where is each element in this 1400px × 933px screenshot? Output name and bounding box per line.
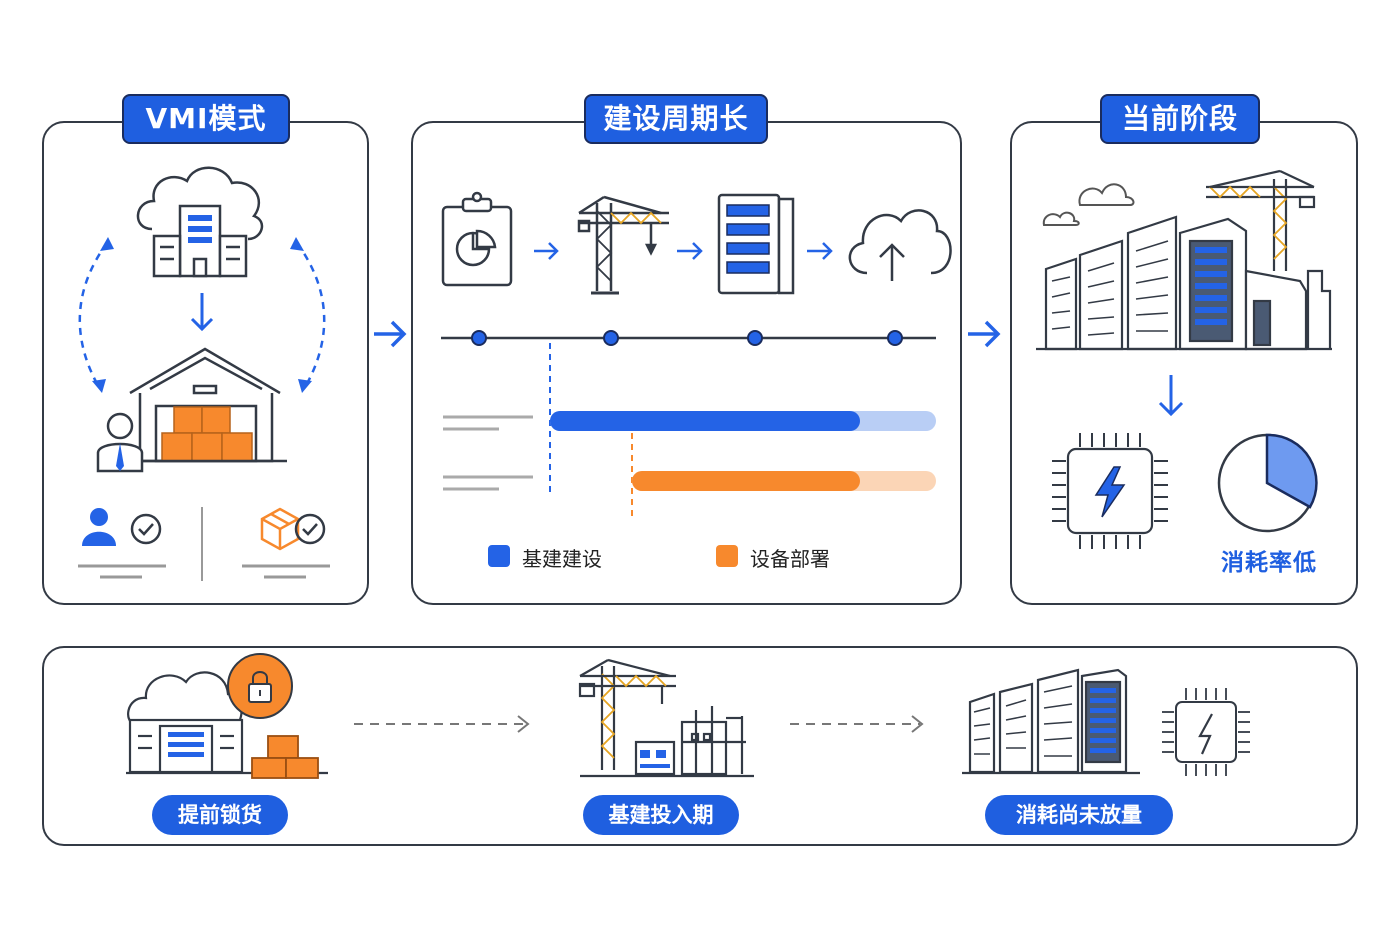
legend-swatch-infrastructure bbox=[488, 545, 510, 567]
vmi-illustration bbox=[78, 166, 330, 581]
person-icon bbox=[96, 412, 144, 473]
clipboard-chart-icon bbox=[441, 191, 513, 287]
step-pill-infrastructure-period: 基建投入期 bbox=[583, 795, 739, 835]
arrow-icon bbox=[190, 293, 214, 332]
person-icon bbox=[82, 508, 116, 546]
chip-icon bbox=[1052, 433, 1168, 549]
low-consumption-rate-label: 消耗率低 bbox=[1221, 550, 1317, 576]
cloud-building-icon bbox=[126, 671, 328, 775]
check-icon bbox=[130, 513, 162, 545]
bottom-flow-illustration bbox=[126, 653, 1250, 779]
construction-illustration bbox=[441, 191, 952, 521]
equipment-bar bbox=[632, 471, 860, 491]
construction-panel bbox=[411, 121, 962, 605]
check-icon bbox=[294, 513, 326, 545]
arrow-icon bbox=[374, 320, 407, 348]
legend-swatch-equipment bbox=[716, 545, 738, 567]
arrow-icon bbox=[968, 320, 1001, 348]
box-icon bbox=[260, 507, 300, 551]
infrastructure-bar bbox=[550, 411, 860, 431]
legend-label-equipment: 设备部署 bbox=[750, 547, 830, 571]
chip-icon bbox=[1162, 688, 1250, 776]
current-stage-panel-title: 当前阶段 bbox=[1100, 94, 1260, 144]
cloud-upload-icon bbox=[848, 209, 952, 281]
datacenter-icon bbox=[962, 668, 1140, 775]
warehouse-icon bbox=[128, 347, 287, 463]
crane-icon bbox=[578, 658, 754, 778]
arrow-icon bbox=[1158, 375, 1184, 417]
crane-icon bbox=[577, 195, 669, 295]
step-pill-consumption-not-ramped: 消耗尚未放量 bbox=[985, 795, 1173, 835]
step-pill-early-lock: 提前锁货 bbox=[152, 795, 288, 835]
construction-panel-title: 建设周期长 bbox=[584, 94, 768, 144]
crane-icon bbox=[1206, 169, 1316, 271]
lock-icon bbox=[227, 653, 293, 719]
cloud-building-icon bbox=[136, 166, 264, 278]
current-stage-illustration bbox=[1036, 169, 1332, 549]
datacenter-icon bbox=[1036, 215, 1332, 351]
pie-chart-icon bbox=[1217, 433, 1318, 533]
legend-label-infrastructure: 基建建设 bbox=[522, 547, 602, 571]
server-rack-icon bbox=[717, 193, 795, 295]
vmi-panel-title: VMI模式 bbox=[122, 94, 290, 144]
